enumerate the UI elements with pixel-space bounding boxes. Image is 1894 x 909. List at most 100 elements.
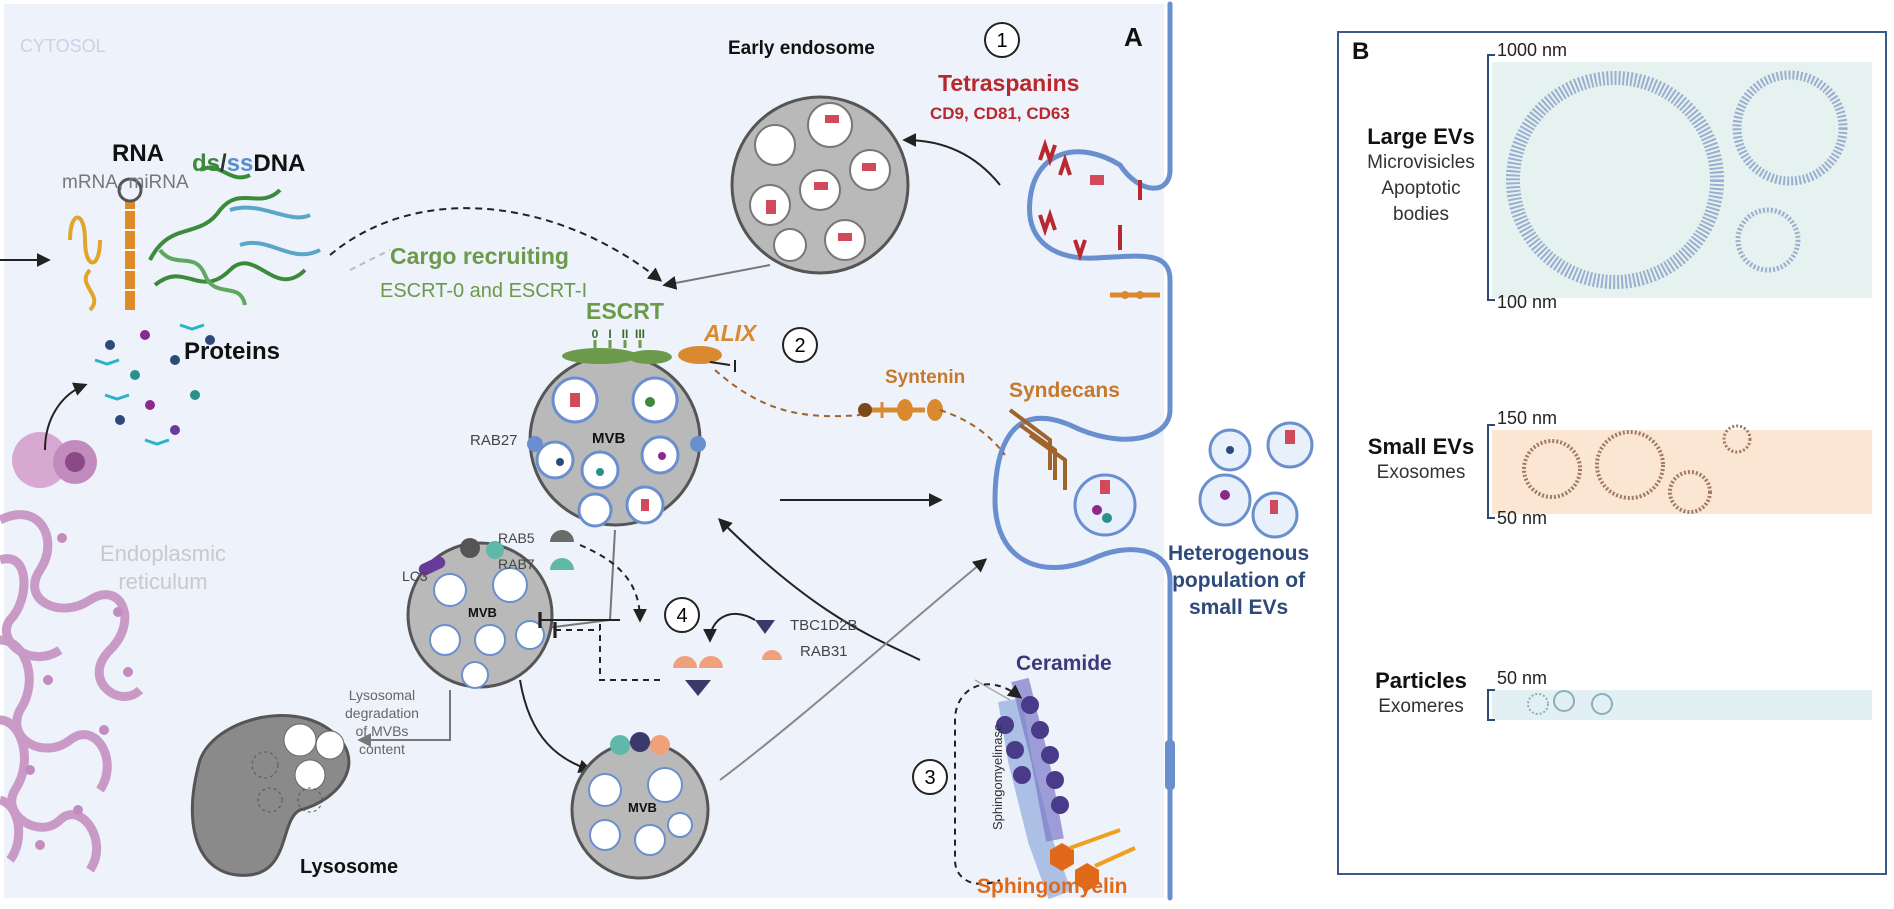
ceramide-label: Ceramide [1016, 652, 1112, 675]
alix-syntenin-link [714, 369, 861, 418]
syntenin-icon [858, 399, 943, 421]
large-ev-bracket [1487, 54, 1495, 301]
rab5-icon [550, 530, 574, 542]
small-ev-top-size: 150 nm [1497, 408, 1558, 428]
sphingomyelinase-label: Sphingomyelinase [990, 723, 1005, 830]
rab31-complex [673, 656, 723, 696]
rab27-label: RAB27 [470, 432, 518, 449]
syndecans-icon [1008, 408, 1067, 490]
rna-label: RNA [112, 140, 164, 167]
mvb-secretory [570, 732, 710, 880]
large-ev-top-size: 1000 nm [1497, 40, 1568, 60]
cargo-recruiting-label: Cargo recruiting [390, 243, 569, 269]
tetraspanins-label: Tetraspanins [938, 70, 1080, 96]
small-ev-bottom-size: 50 nm [1497, 508, 1548, 528]
early-endosome [730, 95, 910, 275]
tbc1d2b-icon [755, 620, 775, 634]
tetraspanin-proteins [1038, 138, 1142, 262]
cytosol-label: CYTOSOL [20, 36, 106, 56]
tbc1d2b-label: TBC1D2B [790, 617, 858, 634]
small-ev-bracket [1487, 424, 1495, 519]
escrt-complex [562, 340, 736, 372]
protein-dots [94, 323, 215, 446]
rab27-marker-2 [690, 436, 706, 452]
rab5-label: RAB5 [498, 530, 535, 546]
mvb-label-3: MVB [628, 800, 657, 815]
dna-helix-icon [148, 165, 321, 306]
er-dots [25, 533, 133, 850]
lysosome-label: Lysosome [300, 856, 399, 878]
rab7-label: RAB7 [498, 556, 535, 572]
ceramide-guide [974, 679, 1011, 701]
svg-text:3: 3 [924, 767, 935, 789]
escrt-subunit-III: III [635, 327, 645, 341]
cargo-subtitle: ESCRT-0 and ESCRT-I [380, 280, 588, 302]
lysosome-icon [190, 714, 351, 877]
panel-a-letter: A [1124, 22, 1143, 52]
cargo-dashed-guide [349, 249, 391, 271]
small-ev-band [1492, 430, 1872, 514]
proteins-label: Proteins [184, 338, 281, 365]
membrane-channel [1165, 740, 1175, 790]
arrow-rab-to-autophagy [579, 544, 647, 623]
sphingomyelin-label: Sphingomyelin [977, 875, 1128, 898]
escrt-subunit-I: I [608, 327, 611, 341]
arrow-tbc-rab31 [703, 613, 756, 643]
escrt-label: ESCRT [586, 298, 664, 324]
budding-vesicle [1073, 473, 1137, 537]
lc3-label: LC3 [402, 568, 428, 584]
small-ev-circles [1522, 424, 1752, 514]
particle-band [1492, 690, 1872, 720]
syndecans-label: Syndecans [1009, 379, 1120, 402]
alix-label: ALIX [704, 320, 757, 346]
arrow-ceramide-to-mvb [718, 518, 921, 661]
rab7-icon [550, 558, 574, 570]
rab31-icon [762, 650, 782, 660]
vesicle-ribosome [12, 432, 68, 488]
rna-subtitle: mRNA, miRNA [62, 172, 189, 193]
escrt-subunit-0: 0 [592, 327, 599, 341]
svg-text:1: 1 [996, 30, 1007, 52]
dna-label: ds/ssDNA [192, 150, 306, 177]
mirna-icon [117, 177, 143, 310]
arrow-cargo-to-escrt [329, 207, 663, 282]
panel-b-letter: B [1352, 38, 1370, 65]
mvb-autophagosome [406, 538, 554, 689]
svg-text:2: 2 [794, 335, 805, 357]
step-badge-3: 3 [912, 759, 948, 795]
sphingomyelinase-dashed [954, 683, 1023, 885]
arrow-to-lysosome [357, 690, 451, 747]
membrane-protein-orange [1110, 291, 1160, 299]
particle-bracket [1487, 689, 1495, 721]
plasma-membrane [992, 1, 1173, 901]
svg-text:4: 4 [676, 605, 687, 627]
step-badge-4: 4 [664, 597, 700, 633]
rab31-label: RAB31 [800, 643, 848, 660]
mvb-label-1: MVB [592, 430, 626, 447]
large-ev-bottom-size: 100 nm [1497, 292, 1558, 312]
escrt-subunit-II: II [622, 327, 629, 341]
step4-dashed [599, 620, 660, 681]
rna-icon [68, 215, 102, 312]
early-endosome-label: Early endosome [728, 38, 875, 59]
endoplasmic-reticulum [0, 510, 144, 873]
mvb-label-2: MVB [468, 605, 497, 620]
arrow-autophagy-to-mvb3 [519, 679, 593, 774]
tetraspanins-subtitle: CD9, CD81, CD63 [930, 104, 1070, 123]
step-badge-2: 2 [782, 327, 818, 363]
arrow-er-to-proteins [44, 382, 88, 451]
small-ev-population [1198, 421, 1314, 539]
syntenin-label: Syntenin [885, 367, 966, 388]
ceramide-lipid-bilayer [996, 677, 1136, 900]
large-ev-circles [1506, 70, 1848, 289]
rab27-marker [527, 436, 543, 452]
particle-circles [1527, 690, 1613, 715]
